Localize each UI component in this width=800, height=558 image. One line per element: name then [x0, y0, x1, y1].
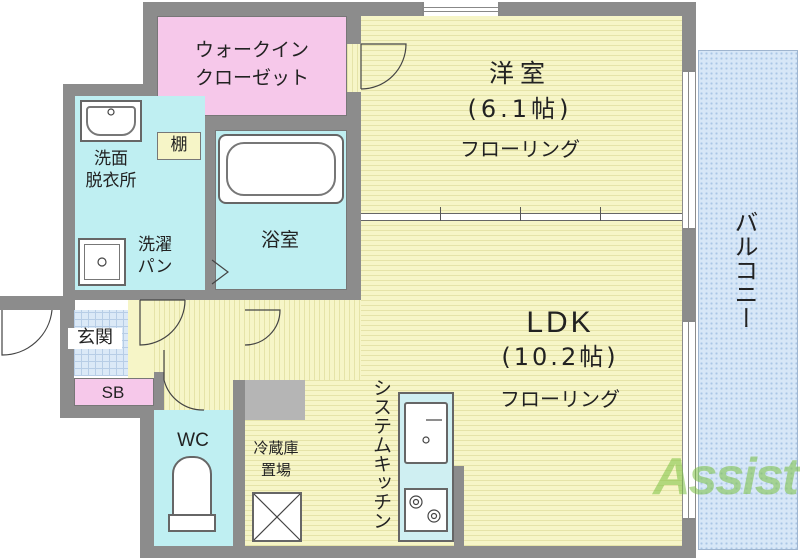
- ldk-size: (10.2帖): [501, 343, 619, 371]
- pipe-shaft: [245, 380, 305, 420]
- balcony-label: バルコニー: [730, 210, 758, 330]
- toilet-tank: [168, 514, 216, 532]
- window: [683, 320, 695, 520]
- closet-door: [360, 43, 407, 90]
- wall: [140, 404, 154, 558]
- shelf-label: 棚: [170, 135, 188, 155]
- burner: [427, 509, 441, 523]
- bedroom-floor: フローリング: [460, 137, 580, 161]
- wall: [60, 404, 152, 418]
- hall: [154, 290, 361, 380]
- bathtub-inner: [226, 142, 336, 196]
- wall: [454, 466, 464, 546]
- drain: [422, 436, 430, 444]
- ldk: [361, 221, 682, 546]
- entrance-step: [128, 300, 154, 380]
- wall: [75, 290, 361, 300]
- washing-pan-label-2: パン: [137, 257, 173, 277]
- wall: [63, 84, 75, 304]
- wall: [233, 380, 245, 546]
- sink: [404, 402, 448, 464]
- bath-door: [211, 259, 229, 285]
- ldk-name: LDK: [526, 306, 594, 339]
- walkin-closet-label-1: ウォークイン: [194, 39, 309, 61]
- bedroom-size: (6.1帖): [467, 95, 573, 123]
- bathroom-label: 浴室: [260, 229, 299, 251]
- shoe-box-label: SB: [101, 383, 125, 402]
- window: [422, 2, 500, 16]
- stove: [404, 488, 448, 532]
- wall: [347, 16, 361, 44]
- wall: [60, 296, 74, 418]
- washroom-label-1: 洗面: [94, 149, 128, 169]
- ldk-floor: フローリング: [500, 387, 620, 411]
- wall: [347, 92, 361, 116]
- toilet-front: [154, 380, 245, 410]
- entrance-door: [1, 309, 53, 356]
- assist-logo: Assist: [652, 448, 799, 506]
- balcony: [698, 50, 798, 550]
- toilet-label: WC: [177, 430, 209, 451]
- toilet-door: [163, 350, 205, 411]
- washing-pan-inner: [84, 244, 120, 280]
- washing-pan-label-1: 洗濯: [138, 235, 172, 255]
- entrance-label: 玄関: [68, 327, 122, 349]
- wall: [63, 84, 157, 96]
- wall: [154, 372, 164, 410]
- wall: [157, 116, 361, 130]
- shoe-box: [74, 378, 154, 406]
- wall: [205, 130, 215, 290]
- wall: [143, 2, 695, 16]
- wall: [140, 546, 696, 558]
- wall: [143, 2, 157, 84]
- bedroom-name: 洋室: [488, 59, 551, 88]
- washing-pan: [78, 238, 126, 286]
- wall: [347, 130, 361, 290]
- sliding-partition: [361, 213, 682, 221]
- hall-door: [244, 309, 281, 346]
- burner: [409, 495, 423, 509]
- shelf: [157, 132, 201, 160]
- walkin-closet-label-2: クローゼット: [194, 67, 309, 89]
- washroom-door: [139, 299, 186, 346]
- fridge-label-1: 冷蔵庫: [253, 439, 299, 457]
- wall: [0, 296, 75, 310]
- washroom-label-2: 脱衣所: [85, 171, 137, 191]
- bedroom: [360, 16, 682, 216]
- kitchen-label: システムキッチン: [370, 378, 392, 530]
- window: [683, 70, 695, 230]
- washbasin-bowl: [86, 106, 136, 136]
- fridge-label-2: 置場: [260, 461, 291, 479]
